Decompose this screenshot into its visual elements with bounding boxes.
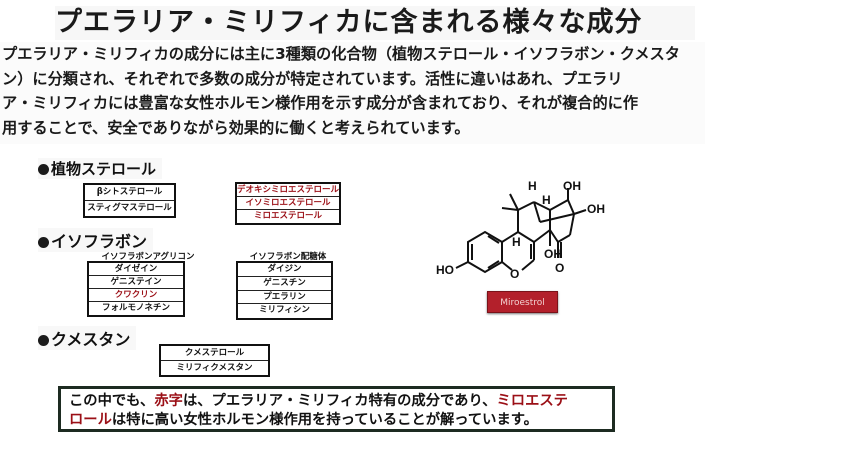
heading-text: クメスタン	[51, 330, 131, 349]
compound-cell: ゲニステイン	[89, 276, 183, 289]
bullet-icon	[38, 237, 49, 248]
aglycone-label: イソフラボンアグリコン	[101, 252, 195, 262]
miroestrol-structure-diagram: HO O OH OH OH O H H H	[436, 180, 605, 281]
note-text: は特に高い女性ホルモン様作用を持っていることが解っています。	[111, 411, 538, 428]
page-title-text: プエラリア・ミリフィカに含まれる様々な成分	[55, 7, 643, 38]
glycoside-box: ダイジン ゲニスチン プエラリン ミリフィシン	[236, 261, 333, 320]
compound-cell: ダイジン	[238, 263, 331, 277]
note-line-2: ロールは特に高い女性ホルモン様作用を持っていることが解っています。	[69, 411, 612, 430]
note-text: この中でも、	[69, 393, 155, 409]
note-text-highlight: ロール	[69, 411, 112, 428]
compound-cell: ミロエステロール	[253, 211, 322, 221]
compound-cell: βシトステロール	[85, 185, 174, 201]
svg-text:H: H	[542, 193, 551, 207]
phytosterol-box-general: βシトステロール スティグマステロール	[83, 183, 176, 218]
section-heading-phytosterol: 植物ステロール	[38, 158, 163, 179]
svg-text:O: O	[555, 261, 564, 275]
compound-cell: ミリフィクメスタン	[176, 362, 253, 373]
bullet-icon	[38, 164, 49, 175]
note-line-1: この中でも、赤字は、プエラリア・ミリフィカ特有の成分であり、ミロエステ	[69, 392, 612, 411]
compound-cell: プエラリン	[238, 291, 331, 305]
note-text-highlight: ミロエステ	[496, 393, 568, 409]
compound-cell: ダイゼイン	[89, 263, 183, 276]
glycoside-label: イソフラボン配糖体	[249, 252, 327, 262]
intro-line: ン）に分類され、それぞれで多数の成分が特定されています。活性に違いはあれ、プエラ…	[2, 69, 623, 88]
svg-text:H: H	[528, 180, 537, 193]
intro-line: プエラリア・ミリフィカの成分には主に3種類の化合物（植物ステロール・イソフラボン…	[2, 45, 680, 63]
compound-cell: クメステロール	[161, 346, 268, 361]
aglycone-box: ダイゼイン ゲニステイン クワクリン フォルモノネチン	[87, 261, 185, 317]
svg-text:OH: OH	[587, 202, 605, 216]
heading-text: イソフラボン	[51, 232, 148, 251]
compound-cell-highlight: クワクリン	[89, 289, 183, 302]
svg-text:OH: OH	[544, 247, 562, 261]
coumestan-box: クメステロール ミリフィクメスタン	[159, 344, 270, 377]
compound-cell: デオキシミロエステロール	[237, 185, 339, 197]
note-box: この中でも、赤字は、プエラリア・ミリフィカ特有の成分であり、ミロエステ ロールは…	[58, 386, 615, 432]
note-text-highlight: 赤字	[154, 393, 183, 409]
intro-line: ア・ミリフィカには豊富な女性ホルモン様作用を示す成分が含まれており、それが複合的…	[2, 94, 639, 112]
mol-label-ho: HO	[436, 263, 454, 277]
section-heading-isoflavone: イソフラボン	[38, 228, 154, 252]
svg-text:O: O	[510, 267, 519, 281]
heading-text: 植物ステロール	[51, 160, 157, 178]
intro-paragraph: プエラリア・ミリフィカの成分には主に3種類の化合物（植物ステロール・イソフラボン…	[0, 42, 705, 144]
miroestrol-button[interactable]: Miroestrol	[487, 291, 558, 313]
miroestrol-button-label: Miroestrol	[500, 298, 545, 308]
compound-cell: スティグマステロール	[87, 202, 172, 213]
note-text: は、プエラリア・ミリフィカ特有の成分であり、	[182, 393, 497, 409]
phytosterol-box-specific: デオキシミロエステロール イソミロエステロール ミロエステロール	[235, 182, 341, 225]
compound-cell: ミリフィシン	[259, 305, 310, 316]
compound-cell: フォルモノネチン	[101, 303, 170, 313]
section-heading-coumestan: クメスタン	[38, 326, 137, 350]
compound-cell: ゲニスチン	[238, 277, 331, 291]
svg-text:H: H	[512, 235, 521, 249]
compound-cell: イソミロエステロール	[237, 197, 339, 210]
bullet-icon	[38, 335, 49, 346]
page-title: プエラリア・ミリフィカに含まれる様々な成分	[55, 6, 695, 40]
intro-line: 用することで、安全でありながら効果的に働くと考えられています。	[2, 118, 470, 137]
svg-text:OH: OH	[563, 180, 581, 193]
